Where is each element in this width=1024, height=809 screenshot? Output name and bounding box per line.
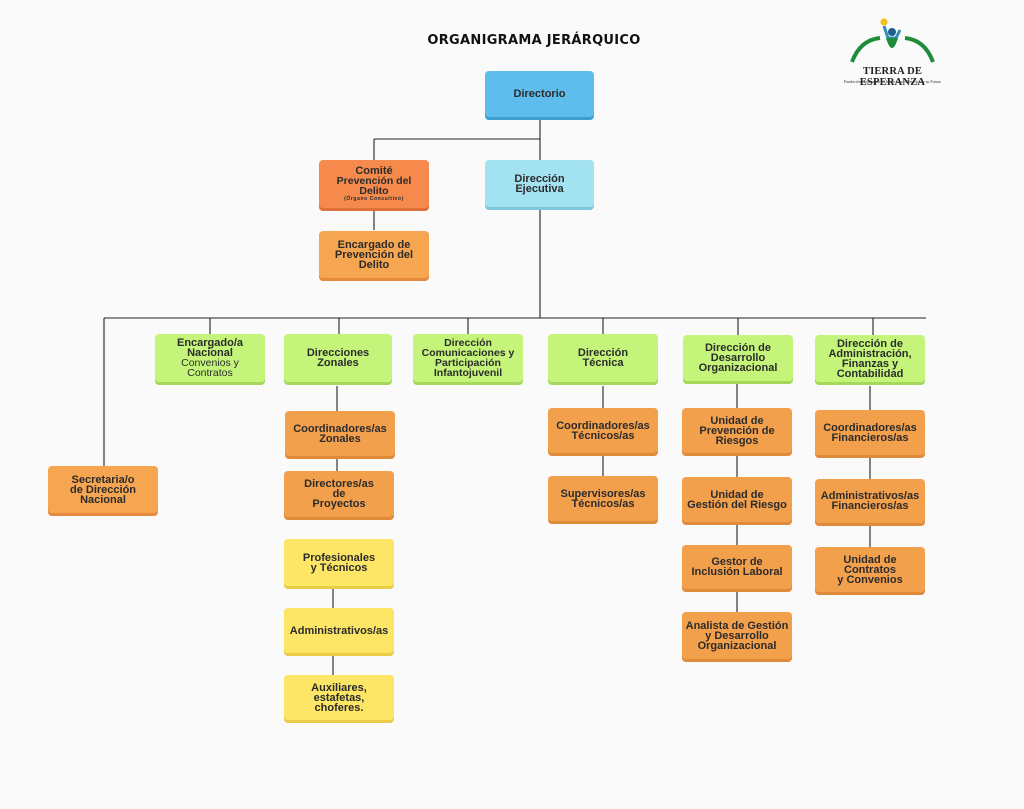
node-direccion-administracion: Dirección de Administración, Finanzas y … [815, 335, 925, 382]
node-direccion-ejecutiva: Dirección Ejecutiva [485, 160, 594, 207]
node-secretaria: Secretaria/o de Dirección Nacional [48, 466, 158, 513]
logo-tagline: Fundación Chilena por la Infancia, sus D… [843, 79, 942, 84]
node-supervisores-tecnicos: Supervisores/as Técnicos/as [548, 476, 658, 521]
node-unidad-contratos: Unidad de Contratos y Convenios [815, 547, 925, 592]
node-direccion-desarrollo: Dirección de Desarrollo Organizacional [683, 335, 793, 381]
node-encargado-prevencion: Encargado de Prevención del Delito [319, 231, 429, 278]
node-directores-proyectos: Directores/as de Proyectos [284, 471, 394, 517]
logo-figure-icon [850, 18, 935, 63]
logo-name: TIERRA DE ESPERANZA [859, 66, 926, 88]
node-unidad-gestion-riesgo: Unidad de Gestión del Riesgo [682, 477, 792, 522]
node-direcciones-zonales: Direcciones Zonales [284, 334, 392, 382]
node-coordinadores-zonales: Coordinadores/as Zonales [285, 411, 395, 456]
node-unidad-prevencion-riesgos: Unidad de Prevención de Riesgos [682, 408, 792, 453]
node-direccion-tecnica: Dirección Técnica [548, 334, 658, 382]
node-analista-gestion: Analista de Gestión y Desarrollo Organiz… [682, 612, 792, 659]
node-administrativos-financieros: Administrativos/as Financieros/as [815, 479, 925, 523]
node-comite-prevencion: Comité Prevención del Delito (Órgano Con… [319, 160, 429, 208]
node-auxiliares: Auxiliares, estafetas, choferes. [284, 675, 394, 720]
logo: TIERRA DE ESPERANZA Fundación Chilena po… [830, 18, 955, 88]
page-title: ORGANIGRAMA JERÁRQUICO [427, 33, 641, 48]
node-gestor-inclusion: Gestor de Inclusión Laboral [682, 545, 792, 589]
node-encargado-nacional: Encargado/a Nacional Convenios y Contrat… [155, 334, 265, 382]
node-direccion-comunicaciones: Dirección Comunicaciones y Participación… [413, 334, 523, 382]
node-directorio: Directorio [485, 71, 594, 117]
node-profesionales-tecnicos: Profesionales y Técnicos [284, 539, 394, 586]
node-administrativos: Administrativos/as [284, 608, 394, 653]
node-coordinadores-financieros: Coordinadores/as Financieros/as [815, 410, 925, 455]
node-coordinadores-tecnicos: Coordinadores/as Técnicos/as [548, 408, 658, 453]
